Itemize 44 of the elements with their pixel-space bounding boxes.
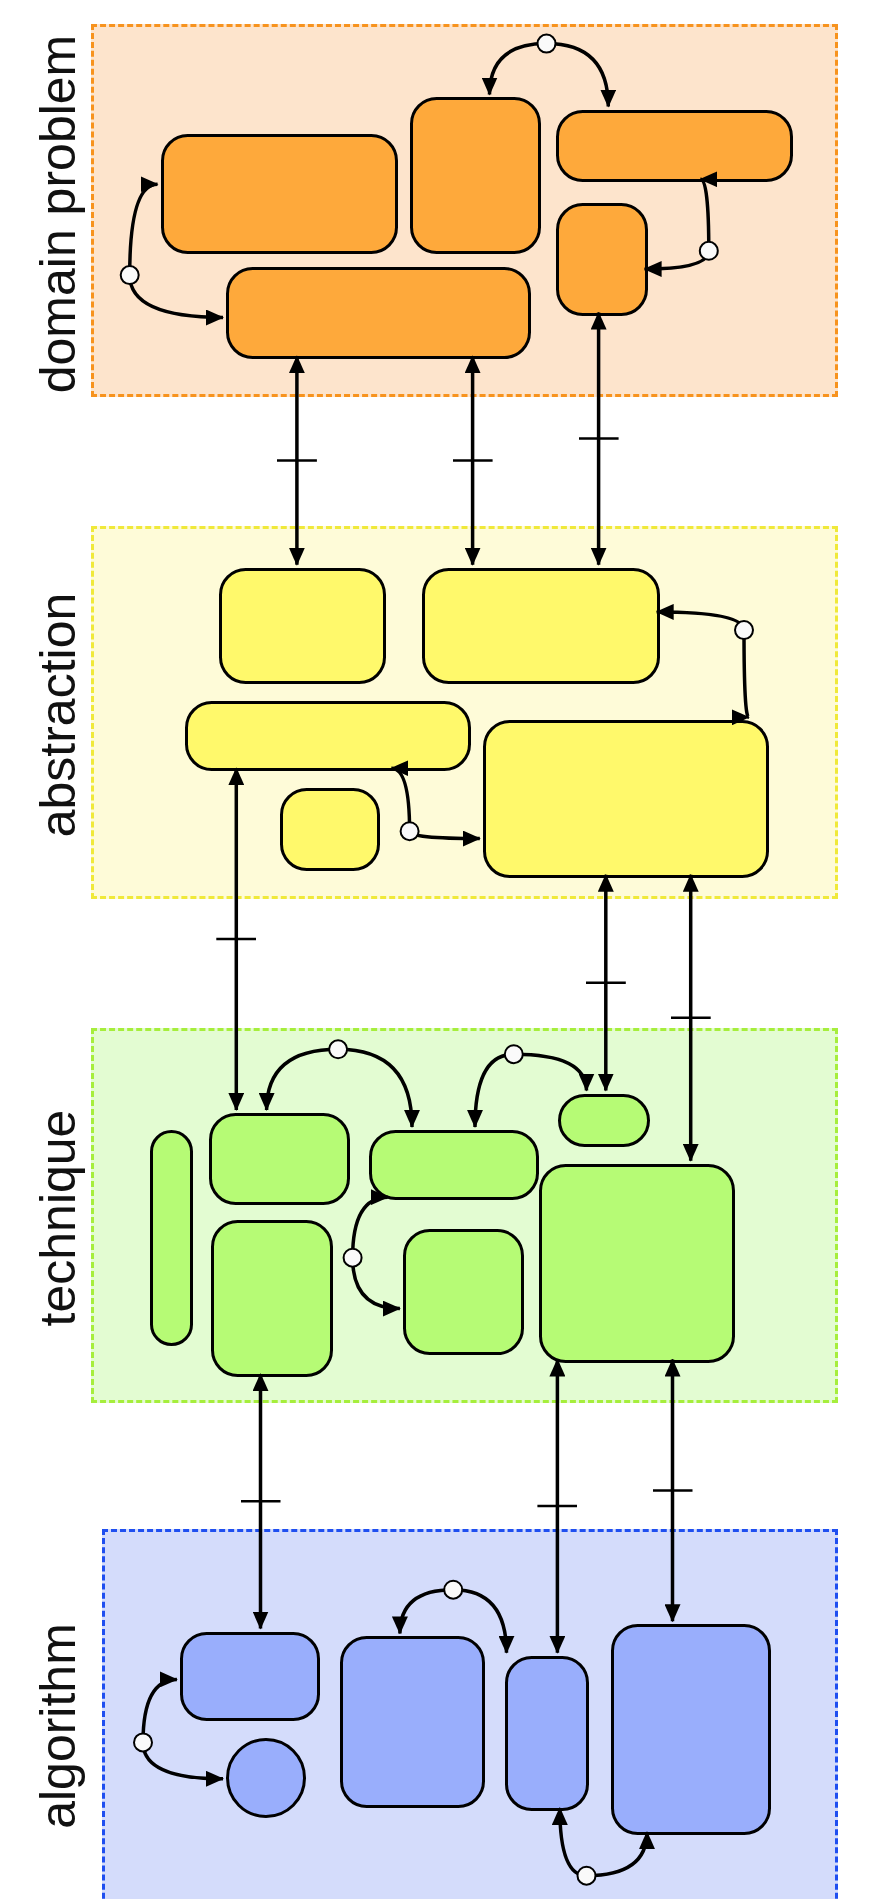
curved-double-arrow xyxy=(259,1039,420,1128)
layer-title: abstraction xyxy=(32,593,83,838)
rounded-box xyxy=(179,1631,321,1722)
rounded-box xyxy=(555,109,793,183)
rounded-box xyxy=(149,1129,194,1346)
rounded-box xyxy=(538,1163,735,1363)
double-arrow xyxy=(579,312,619,566)
rounded-box xyxy=(402,1229,524,1356)
curved-double-arrow xyxy=(133,1671,224,1787)
curved-double-arrow xyxy=(482,33,616,108)
curved-double-arrow xyxy=(391,760,481,847)
rounded-box xyxy=(184,700,471,772)
curved-double-arrow xyxy=(342,1189,401,1317)
double-arrow xyxy=(277,355,317,566)
rounded-box xyxy=(555,202,648,316)
layer-title: algorithm xyxy=(32,1623,83,1829)
double-arrow xyxy=(653,1359,693,1622)
double-arrow xyxy=(586,874,626,1092)
double-arrow xyxy=(453,355,493,566)
curved-double-arrow xyxy=(119,176,224,326)
double-arrow xyxy=(216,767,256,1111)
double-arrow xyxy=(671,874,711,1162)
curved-double-arrow xyxy=(552,1807,655,1886)
rounded-box xyxy=(211,1219,333,1378)
double-arrow xyxy=(241,1373,281,1630)
rounded-box xyxy=(482,720,769,878)
double-arrow xyxy=(537,1359,577,1654)
rounded-box xyxy=(611,1624,772,1836)
rounded-box xyxy=(218,567,386,684)
rounded-box xyxy=(280,788,380,871)
rounded-box xyxy=(209,1112,350,1205)
curved-double-arrow xyxy=(644,171,719,277)
rounded-box xyxy=(160,133,398,254)
rounded-box xyxy=(410,97,541,254)
rounded-box xyxy=(504,1655,590,1811)
rounded-box xyxy=(225,267,532,360)
rounded-box xyxy=(339,1636,486,1809)
rounded-box xyxy=(368,1129,539,1201)
curved-double-arrow xyxy=(656,604,754,725)
rounded-box xyxy=(422,567,660,684)
layer-title: technique xyxy=(32,1109,83,1327)
curved-double-arrow xyxy=(467,1044,595,1128)
layer-title: domain problem xyxy=(32,34,83,394)
curved-double-arrow xyxy=(392,1579,515,1654)
